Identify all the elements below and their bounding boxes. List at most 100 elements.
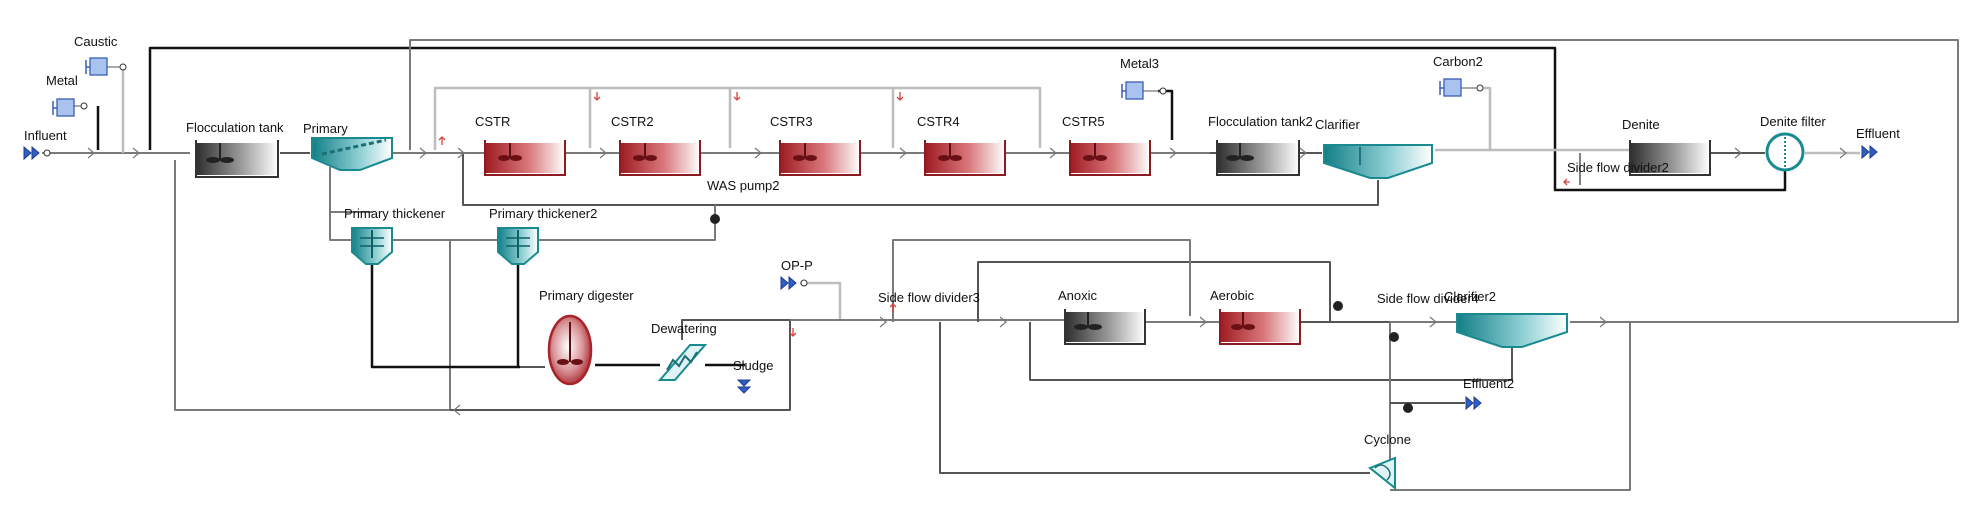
sludge-label: Sludge (733, 358, 774, 373)
effluent-label: Effluent (1856, 126, 1900, 141)
primary-thickener2-label: Primary thickener2 (489, 206, 598, 221)
pipe-outer-loop (409, 39, 1959, 323)
dewatering-label: Dewatering (651, 321, 717, 336)
pipe-thickener-underflow (370, 265, 520, 369)
arrow-marker (87, 147, 95, 159)
cstr3-tank[interactable] (779, 140, 861, 176)
arrow-marker (1599, 316, 1607, 328)
anoxic-label: Anoxic (1058, 288, 1098, 303)
carbon2-label: Carbon2 (1433, 54, 1483, 69)
sludge-icon[interactable] (736, 379, 752, 394)
arrow-marker (899, 147, 907, 159)
arrow-marker-red (593, 92, 601, 101)
red-flow-arrows (438, 92, 1570, 337)
cstr2-label: CSTR2 (611, 114, 654, 129)
arrow-marker (132, 147, 140, 159)
primary-thickener-label: Primary thickener (344, 206, 446, 221)
side-flow-divider4-label: Side flow divider4 (1377, 291, 1479, 306)
caustic-feed-icon[interactable] (85, 57, 127, 76)
arrow-marker (1169, 147, 1177, 159)
denite-label: Denite (1622, 117, 1660, 132)
clarifier2-label: Clarifier2 (1444, 289, 1497, 304)
flocculation-tank2[interactable] (1216, 140, 1300, 176)
side-flow-divider2-label: Side flow divider2 (1567, 160, 1669, 175)
primary-digester-label: Primary digester (539, 288, 634, 303)
cstr-tank[interactable] (484, 140, 566, 176)
op-p-icon[interactable] (780, 275, 808, 291)
pipe-cyclone-out (1390, 322, 1631, 491)
effluent2-icon[interactable] (1465, 395, 1482, 411)
pump-icon (1389, 332, 1399, 342)
arrow-marker (1299, 147, 1307, 159)
caustic-label: Caustic (74, 34, 118, 49)
arrow-marker (879, 316, 887, 328)
pump-icon (710, 214, 720, 224)
pipe-op-p (800, 281, 842, 320)
carbon2-feed-icon[interactable] (1439, 78, 1484, 97)
arrow-marker (1734, 147, 1742, 159)
flow-arrows (87, 147, 1847, 416)
aerobic-tank[interactable] (1219, 309, 1301, 345)
influent-label: Influent (24, 128, 67, 143)
arrow-marker-red (896, 92, 904, 101)
flocculation-tank-label: Flocculation tank (186, 120, 284, 135)
cstr-label: CSTR (475, 114, 511, 129)
cstr5-tank[interactable] (1069, 140, 1151, 176)
pump-icon (1403, 403, 1413, 413)
pipe-clarifier-underflow (462, 153, 1379, 206)
clarifier2[interactable] (1456, 313, 1568, 348)
arrow-marker (1839, 147, 1847, 159)
clarifier[interactable] (1323, 144, 1433, 179)
side-flow-divider3-label: Side flow divider3 (878, 290, 980, 305)
pipe-metal3 (1158, 89, 1174, 140)
effluent-icon[interactable] (1861, 144, 1878, 160)
anoxic-tank[interactable] (1064, 309, 1146, 345)
arrow-marker (999, 316, 1007, 328)
pipe-top-recycle (148, 46, 1787, 192)
flocculation-tank[interactable] (195, 140, 279, 178)
cstr2-tank[interactable] (619, 140, 701, 176)
denite-filter-label: Denite filter (1760, 114, 1826, 129)
arrow-marker-red (438, 136, 446, 145)
pipe-nitrate-recycle (977, 261, 1331, 322)
primary-thickener[interactable] (351, 227, 393, 265)
effluent2-label: Effluent2 (1463, 376, 1515, 391)
denite-tank[interactable] (1629, 140, 1711, 176)
arrow-marker-red (889, 303, 897, 312)
clarifier-label: Clarifier (1315, 117, 1360, 132)
primary-thickener2[interactable] (497, 227, 539, 265)
pumps (710, 214, 1413, 413)
denite-filter[interactable] (1765, 132, 1805, 172)
pipe-cyclone-bottom (939, 322, 1370, 474)
arrow-marker (1049, 147, 1057, 159)
arrow-marker (1199, 316, 1207, 328)
pipe-clarifier2-underflow (1029, 322, 1513, 381)
metal3-feed-icon[interactable] (1121, 81, 1167, 100)
arrow-marker (1429, 316, 1437, 328)
aerobic-label: Aerobic (1210, 288, 1255, 303)
pipe-thickener-overflow (174, 160, 451, 411)
primary-digester[interactable] (547, 314, 593, 386)
was-pump2-label: WAS pump2 (707, 178, 780, 193)
metal3-label: Metal3 (1120, 56, 1160, 71)
arrow-marker (457, 147, 465, 159)
cstr4-tank[interactable] (924, 140, 1006, 176)
primary-label: Primary (303, 121, 348, 136)
cyclone[interactable] (1368, 456, 1396, 491)
arrow-marker (453, 404, 461, 416)
pipe-primary-underflow (329, 167, 372, 213)
flocculation-tank2-label: Flocculation tank2 (1208, 114, 1313, 129)
metal-feed-icon[interactable] (52, 98, 88, 117)
dewatering-unit[interactable] (657, 344, 708, 381)
arrow-marker (599, 147, 607, 159)
arrow-marker-red (789, 328, 797, 337)
pipe-network (42, 39, 1959, 491)
arrow-marker-red (1563, 178, 1570, 186)
primary-clarifier[interactable] (311, 137, 393, 171)
pump-icon (1333, 301, 1343, 311)
cstr5-label: CSTR5 (1062, 114, 1105, 129)
arrow-marker-red (733, 92, 741, 101)
influent-icon[interactable] (23, 145, 51, 161)
